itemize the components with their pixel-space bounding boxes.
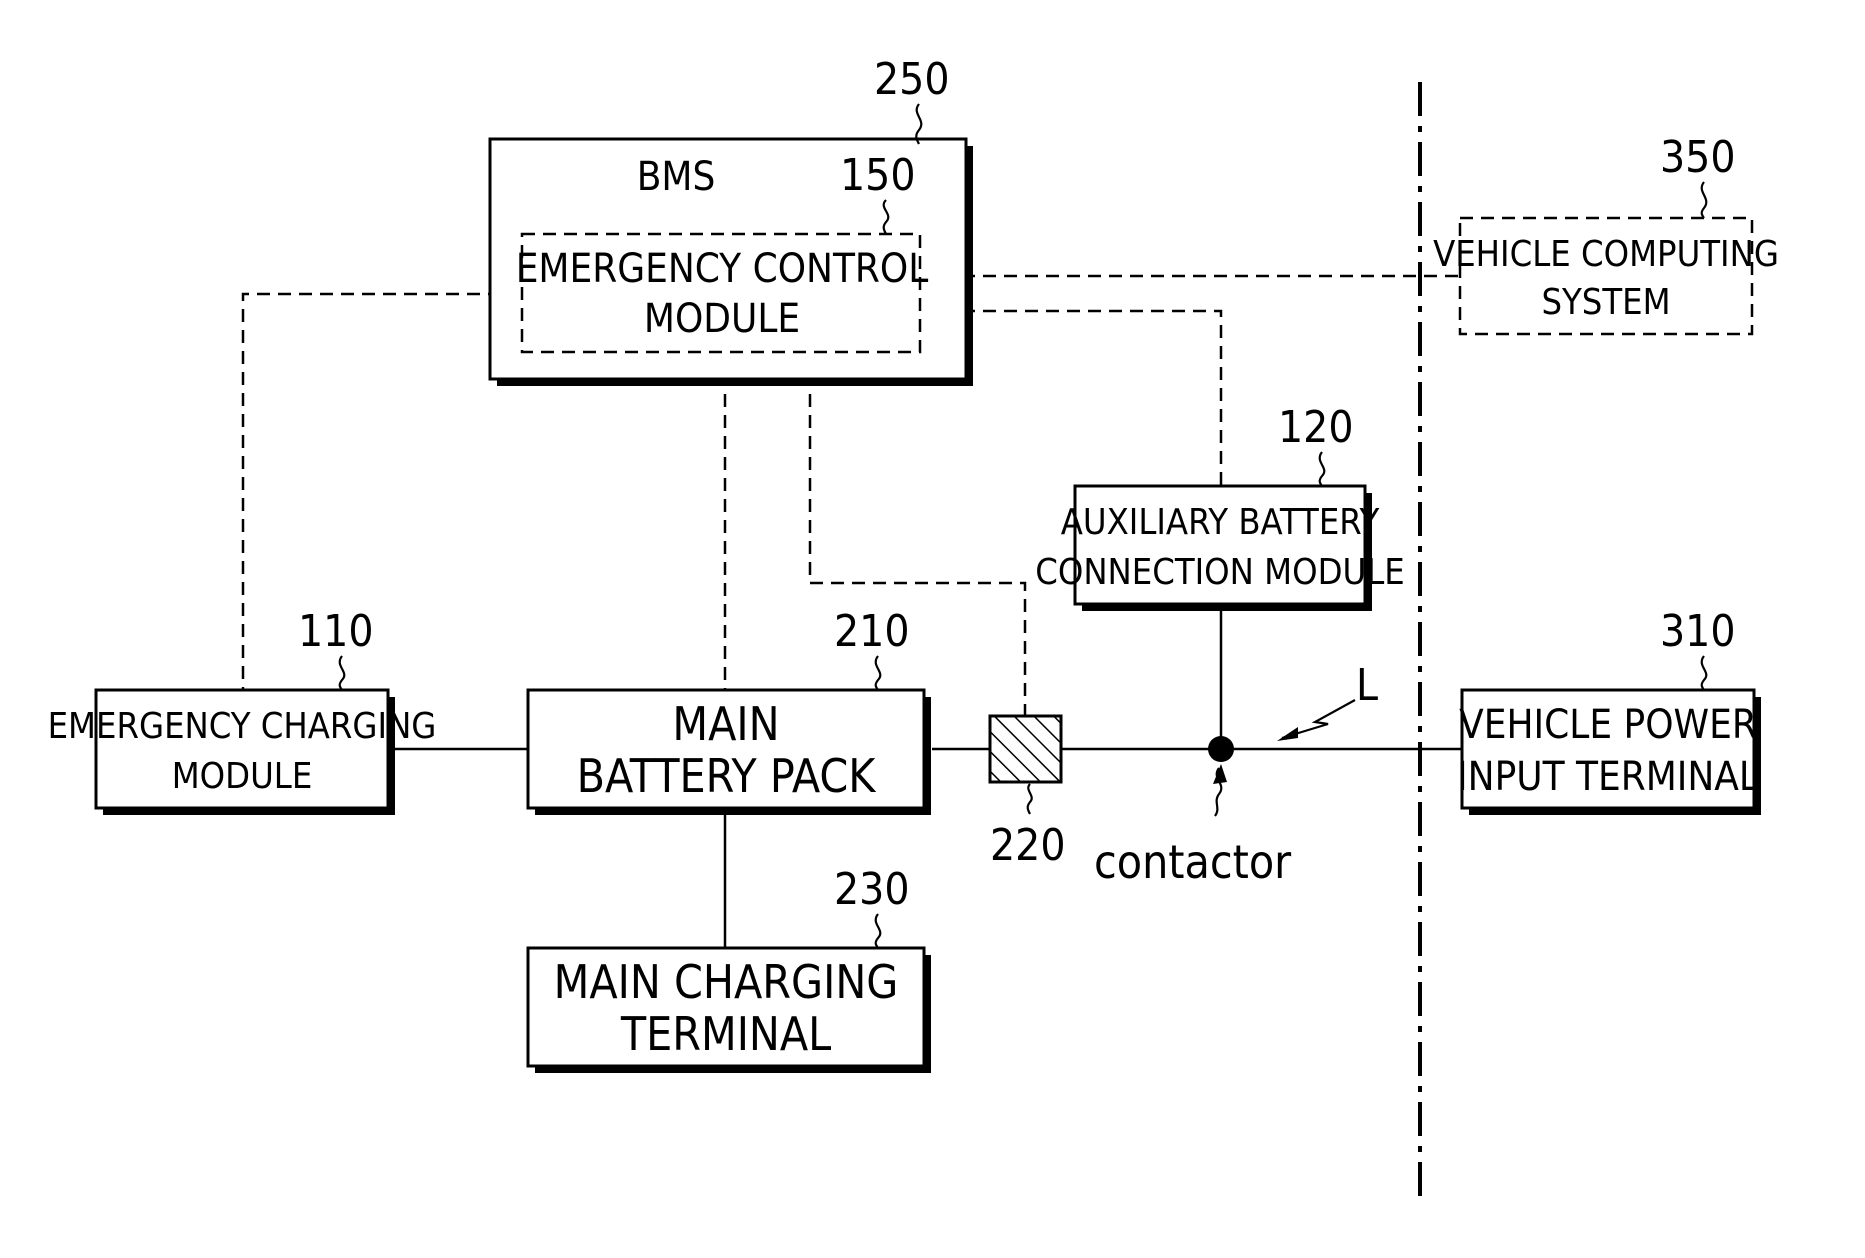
dashed-line-ecm-to-fuse [810,352,1025,716]
vehicle-power-input-terminal-label-line2: INPUT TERMINAL [1457,754,1759,800]
bms-ref-number: 250 [874,54,950,105]
main-charging-terminal-label-line2: TERMINAL [620,1007,831,1061]
vehicle-power-input-terminal-ref-number: 310 [1660,606,1736,657]
auxiliary-battery-connection-module-leader [1320,452,1325,486]
main-charging-terminal-ref-number: 230 [834,864,910,915]
line-l-indicator: L [1277,660,1378,741]
vehicle-computing-system-leader [1702,182,1707,218]
line-l-label: L [1356,660,1378,711]
fuse-box [990,716,1061,782]
auxiliary-battery-connection-module-label-line2: CONNECTION MODULE [1035,552,1405,593]
dashed-line-ecm-to-emergency-charging [243,294,522,690]
main-battery-pack-leader [876,656,881,690]
main-charging-terminal-leader [876,914,881,948]
emergency-charging-module-leader [340,656,345,690]
emergency-charging-module-block: 110 EMERGENCY CHARGING MODULE [48,606,437,815]
contactor-node-icon [1208,736,1234,762]
vehicle-computing-system-block: 350 VEHICLE COMPUTING SYSTEM [1433,132,1779,334]
fuse-ref-number: 220 [990,820,1066,871]
contactor-block: contactor [1094,736,1292,889]
emergency-control-module-label-line1: EMERGENCY CONTROL [516,246,929,292]
main-battery-pack-block: 210 MAIN BATTERY PACK [528,606,931,815]
contactor-label: contactor [1094,835,1292,889]
emergency-control-module-ref-number: 150 [840,150,916,201]
main-charging-terminal-block: 230 MAIN CHARGING TERMINAL [528,864,931,1073]
line-l-arrow-icon [1277,727,1298,741]
auxiliary-battery-connection-module-ref-number: 120 [1278,402,1354,453]
emergency-control-module-label-line2: MODULE [644,296,800,342]
fuse-leader [1028,784,1032,814]
main-battery-pack-label-line1: MAIN [672,697,779,751]
main-battery-pack-ref-number: 210 [834,606,910,657]
main-battery-pack-label-line2: BATTERY PACK [577,749,878,803]
bms-label: BMS [637,154,716,200]
emergency-charging-module-label-line1: EMERGENCY CHARGING [48,706,437,747]
emergency-charging-module-ref-number: 110 [298,606,374,657]
vehicle-power-input-terminal-block: 310 VEHICLE POWER INPUT TERMINAL [1457,606,1761,815]
fuse-block: 220 [990,716,1066,871]
contactor-arrow-icon [1213,764,1227,784]
vehicle-computing-system-ref-number: 350 [1660,132,1736,183]
vehicle-power-input-terminal-leader [1702,656,1707,690]
emergency-charging-module-label-line2: MODULE [172,756,313,797]
auxiliary-battery-connection-module-label-line1: AUXILIARY BATTERY [1061,502,1380,543]
vehicle-computing-system-label-line2: SYSTEM [1541,282,1670,323]
main-charging-terminal-label-line1: MAIN CHARGING [554,955,899,1009]
vehicle-computing-system-label-line1: VEHICLE COMPUTING [1433,234,1779,275]
vehicle-power-input-terminal-label-line1: VEHICLE POWER [1459,702,1757,748]
